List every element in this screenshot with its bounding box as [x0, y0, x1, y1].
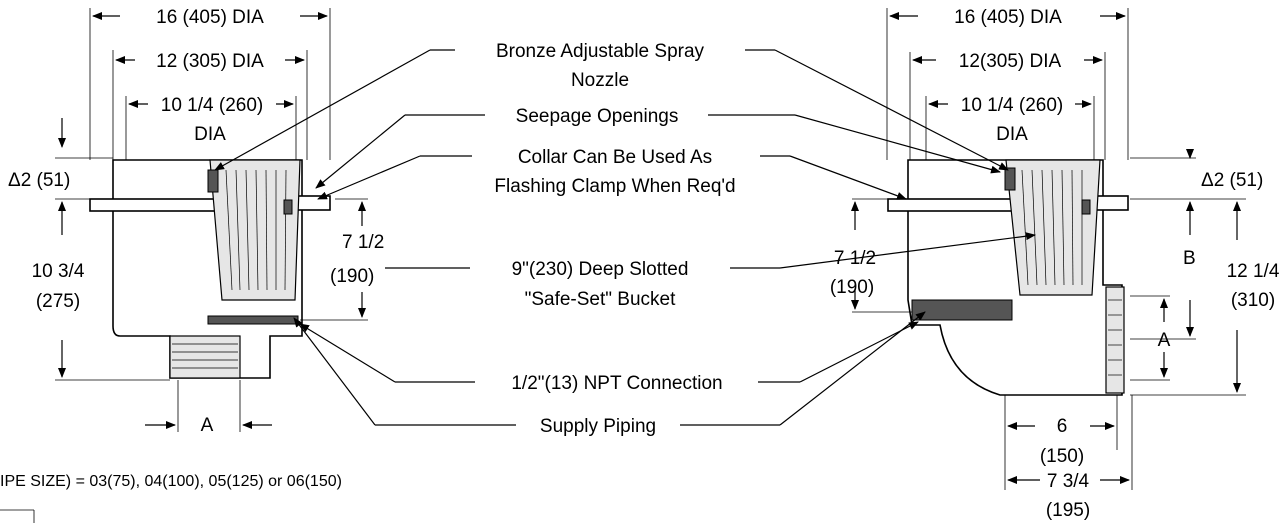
right-width-7: 7 3/4: [1047, 471, 1090, 492]
right-bucket-depth: 7 1/2: [834, 248, 876, 269]
right-height: 12 1/4: [1227, 261, 1280, 282]
right-collar-height: Δ2 (51): [1201, 170, 1263, 191]
left-dia-inner: 10 1/4 (260): [161, 95, 263, 116]
left-height: 10 3/4: [32, 261, 85, 282]
right-dia-inner: 10 1/4 (260): [961, 95, 1063, 116]
left-bucket-depth-2: (190): [330, 266, 374, 287]
left-collar-height: Δ2 (51): [8, 170, 70, 191]
right-width-7-2: (195): [1046, 500, 1090, 521]
left-bucket-depth: 7 1/2: [342, 232, 384, 253]
left-dimension-lines: [55, 8, 368, 432]
left-drain-view: [89, 159, 331, 379]
nozzle-label: Bronze Adjustable Spray: [496, 41, 705, 62]
callout-labels: Bronze Adjustable Spray Nozzle Seepage O…: [494, 41, 735, 437]
supply-label: Supply Piping: [540, 416, 656, 437]
right-drain-view: [887, 159, 1129, 396]
right-bucket-depth-2: (190): [830, 277, 874, 298]
collar-label: Collar Can Be Used As: [518, 147, 712, 168]
collar-label-2: Flashing Clamp When Req'd: [494, 176, 735, 197]
right-width-6: 6: [1057, 416, 1068, 437]
seepage-label: Seepage Openings: [516, 106, 679, 127]
callout-leaders: [214, 49, 1036, 426]
right-width-6-2: (150): [1040, 446, 1084, 467]
left-dia-mid: 12 (305) DIA: [156, 51, 264, 72]
right-dimension-labels: 16 (405) DIA 12(305) DIA 10 1/4 (260) DI…: [830, 7, 1280, 521]
right-bucket-slots: [1021, 169, 1083, 286]
left-dia-inner-2: DIA: [194, 124, 226, 145]
right-dim-b: B: [1183, 248, 1196, 269]
left-dimension-labels: 16 (405) DIA 12 (305) DIA 10 1/4 (260) D…: [8, 7, 384, 436]
left-outlet-a: A: [201, 415, 214, 436]
right-dia-mid: 12(305) DIA: [959, 51, 1062, 72]
right-dimension-lines: [851, 8, 1246, 490]
right-outlet-a: A: [1158, 330, 1171, 351]
right-dia-inner-2: DIA: [996, 124, 1028, 145]
left-dia-outer: 16 (405) DIA: [156, 7, 264, 28]
right-height-2: (310): [1231, 290, 1275, 311]
left-bucket-slots: [225, 169, 287, 291]
pipe-size-footnote: IPE SIZE) = 03(75), 04(100), 05(125) or …: [0, 473, 342, 490]
bucket-label-2: "Safe-Set" Bucket: [525, 289, 677, 310]
connection-label: 1/2"(13) NPT Connection: [511, 373, 722, 394]
nozzle-label-2: Nozzle: [571, 70, 629, 91]
right-dia-outer: 16 (405) DIA: [954, 7, 1062, 28]
left-height-2: (275): [36, 291, 80, 312]
bucket-label: 9"(230) Deep Slotted: [512, 259, 689, 280]
